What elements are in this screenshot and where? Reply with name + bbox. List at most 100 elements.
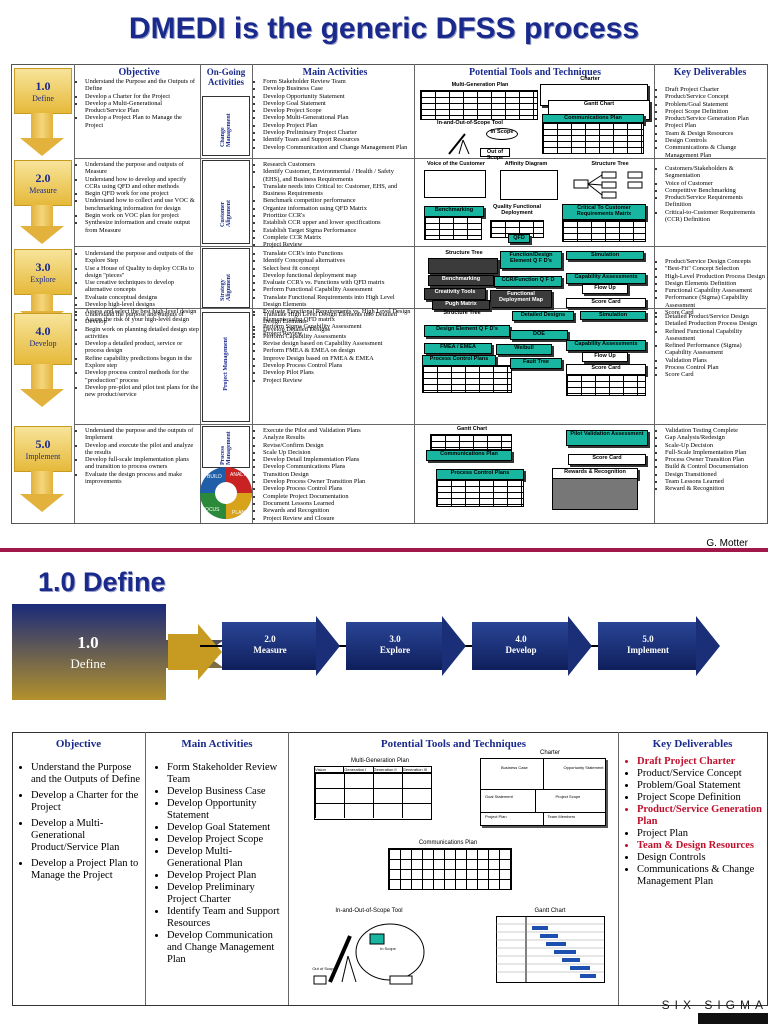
list-item: Score Card: [665, 309, 765, 316]
section-divider: [0, 548, 768, 552]
list-item: Develop Project Scope: [263, 107, 413, 114]
list-item: Translate needs into Critical to: Custom…: [263, 183, 413, 198]
list-item: Execute the Pilot and Validation Plans: [263, 427, 413, 434]
deliverables-define: Draft Project CharterProduct/Service Con…: [657, 86, 765, 159]
list-item: Product/Service Generation Plan: [665, 115, 765, 122]
tool-doe: DOE: [510, 330, 568, 340]
list-item: Refined Performance (Sigma) Capability A…: [665, 342, 765, 357]
rewards-photo: [552, 478, 638, 510]
list-item: Score Card: [665, 371, 765, 378]
col-divider: [654, 64, 655, 523]
list-item: Perform Capability Assessments: [263, 333, 413, 340]
row-divider: [74, 246, 766, 247]
detail-main-list: Form Stakeholder Review TeamDevelop Busi…: [154, 762, 286, 966]
col-divider: [252, 64, 253, 523]
detail-tool-scope-label: In-and-Out-of-Scope Tool: [335, 908, 403, 914]
list-item: Use creative techniques to develop alter…: [85, 279, 199, 294]
header-ongoing: On-Going Activities: [206, 67, 246, 87]
list-item: Translate CCR's into Functions: [263, 250, 413, 257]
detail-header-main: Main Activities: [181, 738, 253, 750]
list-item: Develop Project Plan: [167, 870, 286, 882]
list-item: Understand the purpose and outputs of th…: [85, 250, 199, 265]
deliverable-item: Problem/Goal Statement: [637, 780, 764, 792]
list-item: Detailed Product/Service Design: [665, 313, 765, 320]
list-item: Customers/Stakeholders & Segmentation: [665, 165, 765, 180]
tool-function-design-qfd: Function/Design Element Q F D's: [500, 251, 562, 269]
list-item: Develop Business Case: [167, 786, 286, 798]
list-item: Assess the risk of your high-level desig…: [85, 316, 199, 323]
deliverable-item: Product/Service Concept: [637, 768, 764, 780]
tool-functional-deployment-map: Functional Deployment Map: [490, 290, 552, 308]
list-item: Refine capability predictions begun in t…: [85, 355, 199, 370]
ongoing-project-management: Project Management: [202, 312, 250, 422]
list-item: Design Controls: [665, 137, 765, 144]
list-item: Begin work on planning detailed design s…: [85, 326, 199, 341]
tool-simulation: Simulation: [566, 251, 644, 260]
structure-tree-figure: [573, 171, 643, 199]
list-item: Research Customers: [263, 161, 413, 168]
flow-define-name: Define: [70, 656, 106, 671]
col-divider: [288, 732, 289, 1005]
detail-deliverables-list: Draft Project CharterProduct/Service Con…: [624, 756, 764, 888]
main-implement: Execute the Pilot and Validation PlansAn…: [255, 427, 413, 522]
list-item: Understand the purpose and outputs of Me…: [85, 161, 199, 176]
list-item: Identify Conceptual alternatives: [263, 257, 413, 264]
out-of-scope-box: Out of Scope: [480, 148, 510, 161]
list-item: Identify Customer, Environmental / Healt…: [263, 168, 413, 183]
list-item: Project Review and Closure: [263, 515, 413, 522]
list-item: Transition Design: [263, 471, 413, 478]
list-item: Critical-to-Customer Requirements (CCR) …: [665, 209, 765, 224]
ongoing-change-management: Change Management: [202, 96, 250, 156]
list-item: Evaluate the design process and make imp…: [85, 471, 199, 486]
deliverable-item: Product/Service Generation Plan: [637, 804, 764, 828]
gantt-grid: [430, 434, 512, 450]
list-item: Organize information using QFD Matrix: [263, 205, 413, 212]
list-item: Full-Scale Implementation Plan: [665, 449, 765, 456]
header-objective: Objective: [118, 67, 160, 78]
detail-gantt-chart: [496, 916, 605, 983]
in-scope-bubble: In Scope: [486, 128, 518, 140]
list-item: Revise design based on Capability Assess…: [263, 340, 413, 347]
tool-charter: Charter: [580, 76, 600, 82]
tool-flow-up-develop: Flow Up: [582, 352, 628, 362]
main-measure: Research CustomersIdentify Customer, Env…: [255, 161, 413, 249]
col-divider: [74, 64, 75, 523]
list-item: Establish Target Sigma Performance: [263, 227, 413, 234]
multi-generation-grid: [420, 90, 538, 120]
objective-define: Understand the Purpose and the Outputs o…: [77, 78, 199, 129]
list-item: Develop Opportunity Statement: [263, 93, 413, 100]
list-item: Analyze Results: [263, 434, 413, 441]
deliverables-measure: Customers/Stakeholders & SegmentationVoi…: [657, 165, 765, 223]
list-item: Team Lessons Learned: [665, 478, 765, 485]
list-item: Validation Testing Complete: [665, 427, 765, 434]
list-item: Build & Control Documentation: [665, 463, 765, 470]
list-item: Reward & Recognition: [665, 485, 765, 492]
tool-score-card: Score Card: [566, 298, 646, 308]
list-item: Project Scope Definition: [665, 108, 765, 115]
list-item: Develop a Charter for the Project: [85, 93, 199, 100]
list-item: Develop and execute the pilot and analyz…: [85, 442, 199, 457]
affinity-diagram-figure: [500, 170, 558, 200]
list-item: Establish CCR upper and lower specificat…: [263, 219, 413, 226]
detail-tool-charter-label: Charter: [539, 750, 560, 756]
tool-in-and-out-of-scope: In-and-Out-of-Scope Tool: [437, 120, 503, 126]
objective-implement: Understand the purpose and the outputs o…: [77, 427, 199, 485]
list-item: Document Lessons Learned: [263, 500, 413, 507]
tool-communications-plan-implement: Communications Plan: [426, 450, 512, 461]
process-control-grid-implement: [436, 479, 524, 507]
list-item: Form Stakeholder Review Team: [167, 762, 286, 786]
list-item: Design Transitioned: [665, 471, 765, 478]
list-item: Develop Multi-Generational Plan: [263, 114, 413, 121]
structure-tree-card: [428, 258, 498, 274]
deliverable-item: Design Controls: [637, 852, 764, 864]
tool-score-card-implement: Score Card: [568, 454, 646, 465]
list-item: Develop a Project Plan to Manage the Pro…: [85, 114, 199, 129]
list-item: Identify Team and Support Resources: [263, 136, 413, 143]
detail-in-scope-label: In Scope: [380, 946, 396, 951]
tool-capability-assessments-develop: Capability Assessments: [566, 340, 646, 351]
deliverable-item: Communications & Change Management Plan: [637, 864, 764, 888]
col-divider: [618, 732, 619, 1005]
